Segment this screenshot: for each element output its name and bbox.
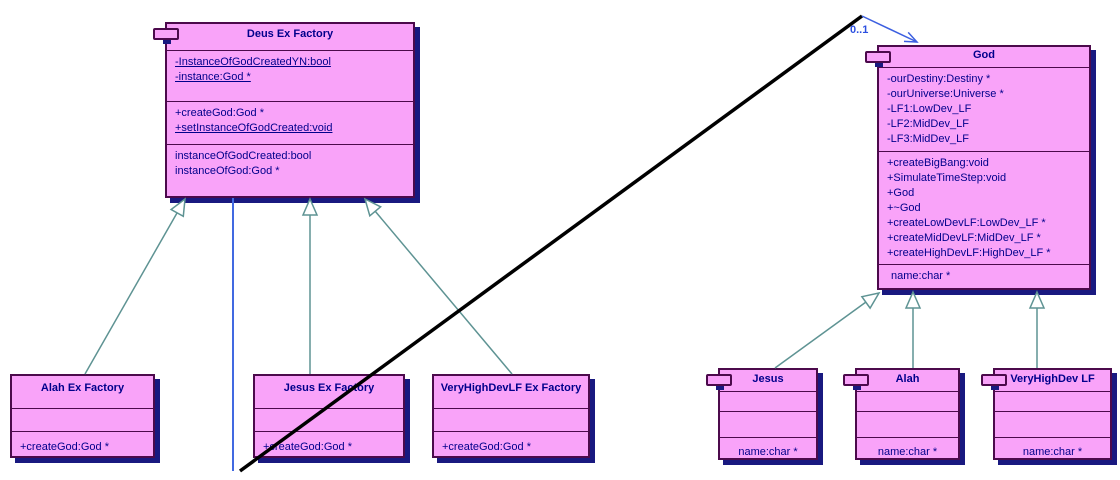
class-icon bbox=[706, 374, 732, 386]
class-icon-notch bbox=[991, 384, 999, 390]
class-member: +God bbox=[887, 187, 915, 199]
attributes-section bbox=[12, 408, 153, 431]
operations-section bbox=[995, 411, 1110, 437]
class-icon-notch bbox=[163, 38, 171, 44]
generalization-arrowhead bbox=[169, 197, 186, 218]
operations-section bbox=[720, 411, 816, 437]
class-member: +createBigBang:void bbox=[887, 157, 989, 169]
generalization-jesus-to-god[interactable] bbox=[774, 301, 867, 369]
class-title: Alah Ex Factory bbox=[40, 382, 125, 394]
class-member: +createGod:God * bbox=[442, 441, 531, 453]
properties-section: name:char * bbox=[995, 437, 1110, 458]
attributes-section bbox=[995, 391, 1110, 411]
class-member: -instance:God * bbox=[175, 71, 251, 83]
class-member: +createMidDevLF:MidDev_LF * bbox=[887, 232, 1041, 244]
generalization-arrowhead bbox=[1028, 290, 1046, 309]
operations-section: +createBigBang:void +SimulateTimeStep:voi… bbox=[879, 151, 1089, 264]
attributes-section bbox=[720, 391, 816, 411]
class-member: -InstanceOfGodCreatedYN:bool bbox=[175, 56, 331, 68]
generalization-alahfactory-to-deus[interactable] bbox=[84, 212, 178, 375]
class-member: +createLowDevLF:LowDev_LF * bbox=[887, 217, 1046, 229]
attributes-section bbox=[255, 408, 403, 431]
class-member: +createHighDevLF:HighDev_LF * bbox=[887, 247, 1051, 259]
class-member: +SimulateTimeStep:void bbox=[887, 172, 1007, 184]
class-god[interactable]: God -ourDestiny:Destiny * -ourUniverse:Un… bbox=[865, 45, 1091, 290]
generalization-arrowhead bbox=[301, 197, 319, 216]
class-member: instanceOfGod:God * bbox=[175, 165, 280, 177]
class-member: +createGod:God * bbox=[20, 441, 109, 453]
operations-section bbox=[857, 411, 958, 437]
generalization-vhdlffactory-to-deus[interactable] bbox=[374, 210, 513, 375]
generalization-arrowhead bbox=[904, 290, 922, 309]
class-member: name:char * bbox=[877, 446, 938, 458]
class-icon bbox=[843, 374, 869, 386]
class-member: +setInstanceOfGodCreated:void bbox=[175, 122, 333, 134]
class-member: +createGod:God * bbox=[175, 107, 264, 119]
multiplicity-label: 0..1 bbox=[850, 24, 869, 36]
class-member: -ourUniverse:Universe * bbox=[887, 88, 1004, 100]
class-veryhighdevlf-ex-factory[interactable]: VeryHighDevLF Ex Factory +createGod:God … bbox=[432, 374, 590, 458]
class-veryhighdev-lf[interactable]: VeryHighDev LF name:char * bbox=[981, 368, 1112, 460]
class-member: -LF1:LowDev_LF bbox=[887, 103, 972, 115]
operations-section: +createGod:God * bbox=[434, 431, 588, 456]
properties-section: name:char * bbox=[720, 437, 816, 458]
association-open-arrowhead-icon bbox=[903, 31, 919, 43]
operations-section: +createGod:God * bbox=[12, 431, 153, 456]
class-alah-ex-factory[interactable]: Alah Ex Factory +createGod:God * bbox=[10, 374, 155, 458]
class-member: -LF2:MidDev_LF bbox=[887, 118, 969, 130]
class-jesus-ex-factory[interactable]: Jesus Ex Factory +createGod:God * bbox=[253, 374, 405, 458]
class-member: instanceOfGodCreated:bool bbox=[175, 150, 312, 162]
class-member: name:char * bbox=[1022, 446, 1083, 458]
class-member: +createGod:God * bbox=[263, 441, 352, 453]
properties-section: name:char * bbox=[857, 437, 958, 458]
attributes-section bbox=[857, 391, 958, 411]
properties-section: name:char * bbox=[879, 264, 1089, 288]
class-title: VeryHighDevLF Ex Factory bbox=[440, 382, 582, 394]
class-member: -LF3:MidDev_LF bbox=[887, 133, 969, 145]
class-title: God bbox=[973, 49, 995, 61]
attributes-section: -ourDestiny:Destiny * -ourUniverse:Univer… bbox=[879, 67, 1089, 151]
class-title: VeryHighDev LF bbox=[1010, 373, 1095, 385]
generalization-arrowhead bbox=[363, 197, 382, 218]
class-title: Alah bbox=[895, 373, 920, 385]
attributes-section bbox=[434, 408, 588, 431]
class-icon-notch bbox=[875, 61, 883, 67]
class-icon bbox=[981, 374, 1007, 386]
class-member: +~God bbox=[887, 202, 921, 214]
class-deus-ex-factory[interactable]: Deus Ex Factory -InstanceOfGodCreatedYN:… bbox=[153, 22, 415, 198]
class-title: Deus Ex Factory bbox=[246, 28, 334, 40]
operations-section: +createGod:God * +setInstanceOfGodCreated… bbox=[167, 101, 413, 144]
association-deus-god-arrow-shaft[interactable] bbox=[861, 15, 918, 43]
generalization-arrowhead bbox=[860, 291, 881, 310]
class-title: Jesus bbox=[752, 373, 784, 385]
attributes-section: -InstanceOfGodCreatedYN:bool -instance:Go… bbox=[167, 50, 413, 101]
class-member: name:char * bbox=[891, 270, 951, 282]
class-icon bbox=[153, 28, 179, 40]
class-member: name:char * bbox=[738, 446, 798, 458]
properties-section: instanceOfGodCreated:bool instanceOfGod:G… bbox=[167, 144, 413, 196]
class-icon bbox=[865, 51, 891, 63]
class-member: -ourDestiny:Destiny * bbox=[887, 73, 991, 85]
class-title: Jesus Ex Factory bbox=[283, 382, 375, 394]
operations-section: +createGod:God * bbox=[255, 431, 403, 456]
class-alah[interactable]: Alah name:char * bbox=[843, 368, 960, 460]
class-jesus[interactable]: Jesus name:char * bbox=[706, 368, 818, 460]
